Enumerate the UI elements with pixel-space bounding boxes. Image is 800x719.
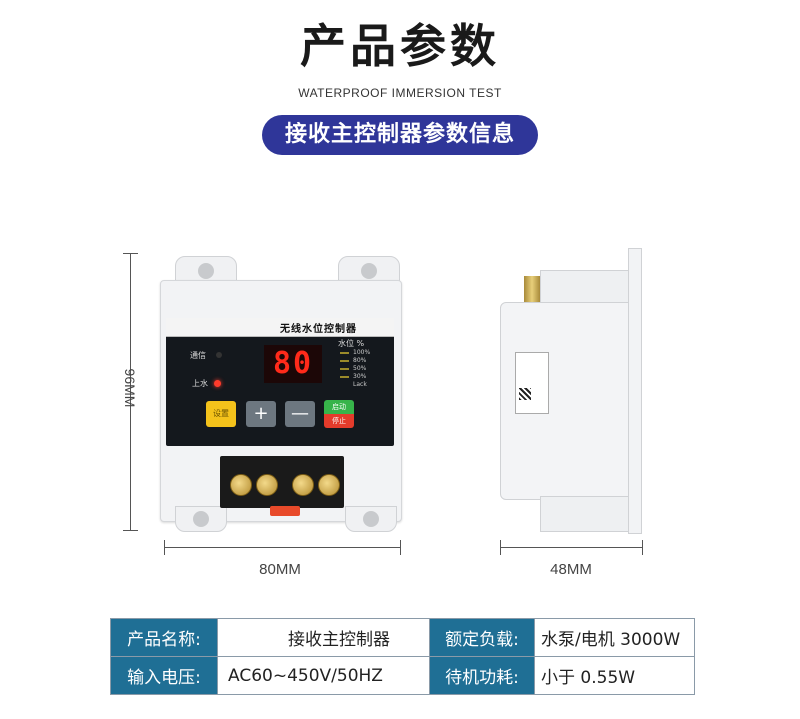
spec-table: 产品名称: 接收主控制器 额定负载: 水泵/电机 3000W 输入电压: AC6… bbox=[110, 618, 695, 695]
level-row: 50% bbox=[340, 365, 366, 372]
terminal-screw bbox=[292, 474, 314, 496]
spec-key: 额定负载: bbox=[429, 618, 535, 657]
height-dimension-cap-bottom bbox=[123, 530, 138, 531]
spec-key: 待机功耗: bbox=[429, 656, 535, 695]
mount-hole bbox=[363, 511, 379, 527]
side-width-cap-right bbox=[642, 540, 643, 555]
spec-key: 产品名称: bbox=[110, 618, 218, 657]
set-button[interactable]: 设置 bbox=[206, 401, 236, 427]
water-label: 上水 bbox=[192, 379, 208, 388]
height-dimension-cap-top bbox=[123, 253, 138, 254]
spec-value: 接收主控制器 bbox=[217, 618, 430, 657]
terminal-screw bbox=[230, 474, 252, 496]
spec-key: 输入电压: bbox=[110, 656, 218, 695]
section-pill: 接收主控制器参数信息 bbox=[262, 115, 538, 155]
bottom-right-ear bbox=[345, 506, 397, 532]
front-width-label: 80MM bbox=[259, 561, 301, 578]
level-display: 80 bbox=[264, 345, 322, 383]
level-row-label: 50% bbox=[353, 365, 367, 372]
level-row-label: 100% bbox=[353, 349, 371, 356]
bottom-left-ear bbox=[175, 506, 227, 532]
side-backplate bbox=[628, 248, 642, 534]
terminal-screw bbox=[256, 474, 278, 496]
rail-clip bbox=[270, 506, 300, 516]
table-row: 产品名称: 接收主控制器 额定负载: 水泵/电机 3000W bbox=[110, 618, 695, 657]
height-dimension-label: 96MM bbox=[122, 368, 138, 408]
mount-hole bbox=[193, 511, 209, 527]
side-width-dimension-line bbox=[500, 547, 642, 548]
level-row-label: 30% bbox=[353, 373, 367, 380]
height-dimension-line bbox=[130, 253, 131, 530]
side-antenna-icon bbox=[524, 276, 540, 306]
side-label-sticker bbox=[515, 352, 549, 414]
level-row: 100% bbox=[340, 349, 370, 356]
minus-button[interactable]: — bbox=[285, 401, 315, 427]
qr-code-icon bbox=[519, 388, 531, 400]
level-row: 30% bbox=[340, 373, 366, 380]
front-width-cap-left bbox=[164, 540, 165, 555]
page-subtitle: WATERPROOF IMMERSION TEST bbox=[298, 86, 502, 100]
side-step-bottom bbox=[540, 496, 630, 532]
level-title: 水位 % bbox=[338, 339, 365, 348]
terminal-screw bbox=[318, 474, 340, 496]
stop-label: 停止 bbox=[324, 414, 354, 428]
plus-button[interactable]: + bbox=[246, 401, 276, 427]
mount-hole bbox=[361, 263, 377, 279]
start-label: 启动 bbox=[324, 400, 354, 414]
side-step-top bbox=[540, 270, 630, 306]
comm-led bbox=[216, 352, 222, 358]
spec-value: AC60~450V/50HZ bbox=[217, 656, 430, 695]
page-title: 产品参数 bbox=[300, 19, 500, 73]
comm-label: 通信 bbox=[190, 351, 206, 360]
panel-header bbox=[166, 318, 394, 337]
start-stop-button[interactable]: 启动 停止 bbox=[324, 400, 354, 428]
level-row-label: 80% bbox=[353, 357, 367, 364]
front-width-cap-right bbox=[400, 540, 401, 555]
spec-value: 水泵/电机 3000W bbox=[534, 618, 695, 657]
spec-value: 小于 0.55W bbox=[534, 656, 695, 695]
level-row: 80% bbox=[340, 357, 366, 364]
water-led bbox=[214, 380, 221, 387]
level-row: Lack bbox=[340, 381, 367, 388]
table-row: 输入电压: AC60~450V/50HZ 待机功耗: 小于 0.55W bbox=[110, 656, 695, 695]
mount-hole bbox=[198, 263, 214, 279]
level-row-label: Lack bbox=[353, 381, 367, 388]
panel-name: 无线水位控制器 bbox=[280, 324, 357, 335]
front-width-dimension-line bbox=[164, 547, 400, 548]
side-width-label: 48MM bbox=[550, 561, 592, 578]
side-width-cap-left bbox=[500, 540, 501, 555]
